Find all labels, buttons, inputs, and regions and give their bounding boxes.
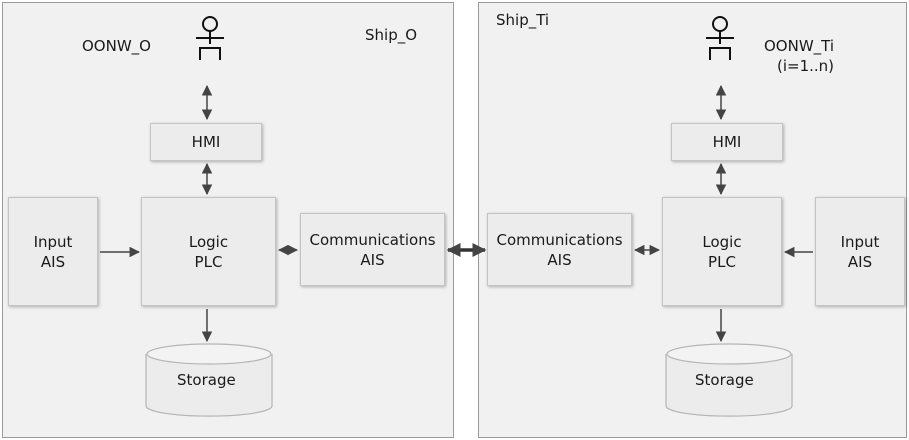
ship-o-operator-label: OONW_O (82, 37, 151, 55)
ship-ti-title: Ship_Ti (496, 11, 550, 29)
ship-o-storage-label: Storage (177, 371, 236, 389)
operator-person-icon (706, 16, 734, 60)
ship-o-plc-label: PLC (194, 252, 223, 271)
ship-o-comms-ais-label: AIS (360, 250, 385, 269)
ship-o-communications-ais-box: Communications AIS (300, 213, 445, 286)
ship-o-input-ais-box: Input AIS (8, 197, 98, 306)
ship-ti-logic-plc-box: Logic PLC (662, 197, 782, 306)
ship-o-input-label: Input (33, 232, 73, 251)
ship-ti-input-ais-label: AIS (847, 252, 873, 271)
ship-ti-operator-label: OONW_Ti (764, 37, 835, 55)
ship-ti-comms-ais-label: AIS (547, 250, 572, 269)
ship-ti-operator-range: (i=1..n) (777, 57, 835, 75)
ship-ti-communications-ais-box: Communications AIS (487, 213, 632, 286)
ship-o-logic-plc-box: Logic PLC (141, 197, 276, 306)
ship-ti-storage-cylinder (665, 343, 793, 417)
ship-o-hmi-box: HMI (150, 123, 262, 161)
ship-o-logic-label: Logic (188, 232, 229, 251)
ship-o-title: Ship_O (365, 26, 418, 44)
ship-ti-hmi-label: HMI (712, 133, 742, 151)
ship-o-input-ais-label: AIS (40, 252, 66, 271)
ship-ti-input-ais-box: Input AIS (815, 197, 905, 306)
ship-ti-storage-label: Storage (695, 371, 754, 389)
ship-o-comms-label: Communications (309, 230, 436, 249)
ship-ti-logic-label: Logic (702, 232, 742, 251)
ship-o-storage-cylinder (145, 343, 273, 417)
ship-o-hmi-label: HMI (191, 133, 221, 151)
operator-person-icon (196, 16, 224, 60)
ship-ti-plc-label: PLC (708, 252, 736, 271)
ship-ti-input-label: Input (840, 232, 880, 251)
ship-ti-comms-label: Communications (496, 230, 623, 249)
ship-ti-hmi-box: HMI (671, 123, 783, 161)
